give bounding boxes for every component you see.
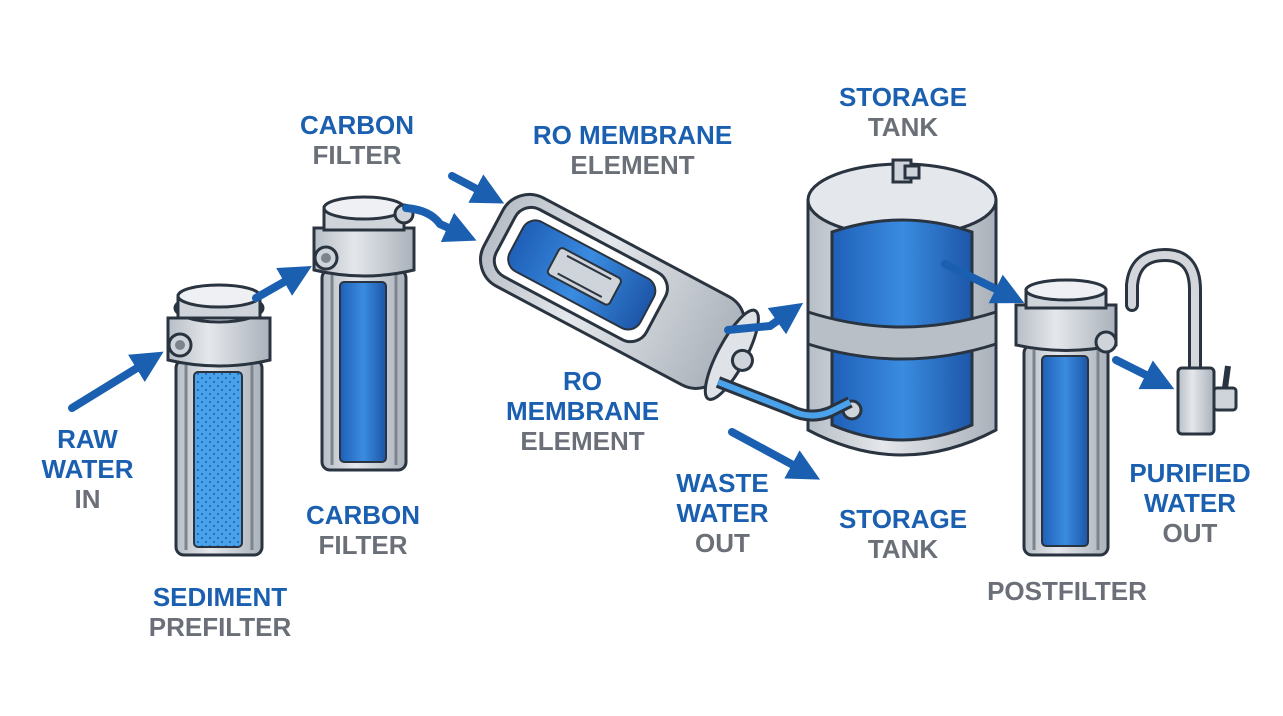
waste-pipe bbox=[715, 376, 853, 422]
label-raw-water-in: RAW WATER IN bbox=[40, 424, 135, 514]
sediment-prefilter-housing bbox=[166, 283, 272, 557]
label-line: PREFILTER bbox=[148, 612, 292, 642]
faucet-icon bbox=[1125, 247, 1238, 436]
label-line: SEDIMENT bbox=[152, 582, 288, 612]
carbon-filter-housing bbox=[312, 195, 416, 472]
label-waste-water-out: WASTE WATER OUT bbox=[660, 468, 785, 558]
label-line: WATER bbox=[1144, 488, 1236, 518]
label-storage-tank-top: STORAGE TANK bbox=[828, 82, 978, 142]
label-line: CARBON bbox=[299, 110, 415, 140]
label-line: RO MEMBRANE bbox=[532, 120, 733, 150]
flow-arrow-icon bbox=[68, 172, 1175, 480]
label-line: OUT bbox=[1162, 518, 1218, 548]
label-line: POSTFILTER bbox=[987, 576, 1147, 606]
label-line: WATER bbox=[676, 498, 769, 528]
label-line: OUT bbox=[695, 528, 750, 558]
label-line: MEMBRANE bbox=[505, 396, 660, 426]
postfilter-housing bbox=[1014, 278, 1118, 557]
label-line: CARBON bbox=[305, 500, 421, 530]
label-purified-water-out: PURIFIED WATER OUT bbox=[1120, 458, 1260, 548]
label-storage-tank-bottom: STORAGE TANK bbox=[828, 504, 978, 564]
label-postfilter: POSTFILTER bbox=[982, 576, 1152, 606]
label-line: STORAGE bbox=[838, 504, 968, 534]
label-line: WASTE bbox=[676, 468, 769, 498]
ro-membrane-icon bbox=[479, 192, 760, 401]
label-line: FILTER bbox=[312, 140, 402, 170]
label-ro-membrane-bottom: RO MEMBRANE ELEMENT bbox=[495, 366, 670, 456]
label-line: WATER bbox=[41, 454, 134, 484]
label-line: RAW bbox=[57, 424, 118, 454]
label-carbon-filter-bottom: CARBON FILTER bbox=[298, 500, 428, 560]
label-line: TANK bbox=[867, 112, 939, 142]
label-line: IN bbox=[74, 484, 101, 514]
label-ro-membrane-top: RO MEMBRANE ELEMENT bbox=[525, 120, 740, 180]
label-line: PURIFIED bbox=[1129, 458, 1251, 488]
label-line: TANK bbox=[867, 534, 939, 564]
label-line: ELEMENT bbox=[520, 426, 645, 456]
label-sediment-prefilter: SEDIMENT PREFILTER bbox=[140, 582, 300, 642]
label-carbon-filter-top: CARBON FILTER bbox=[292, 110, 422, 170]
label-line: FILTER bbox=[318, 530, 408, 560]
label-line: STORAGE bbox=[838, 82, 968, 112]
label-line: RO bbox=[563, 366, 602, 396]
label-line: ELEMENT bbox=[570, 150, 695, 180]
